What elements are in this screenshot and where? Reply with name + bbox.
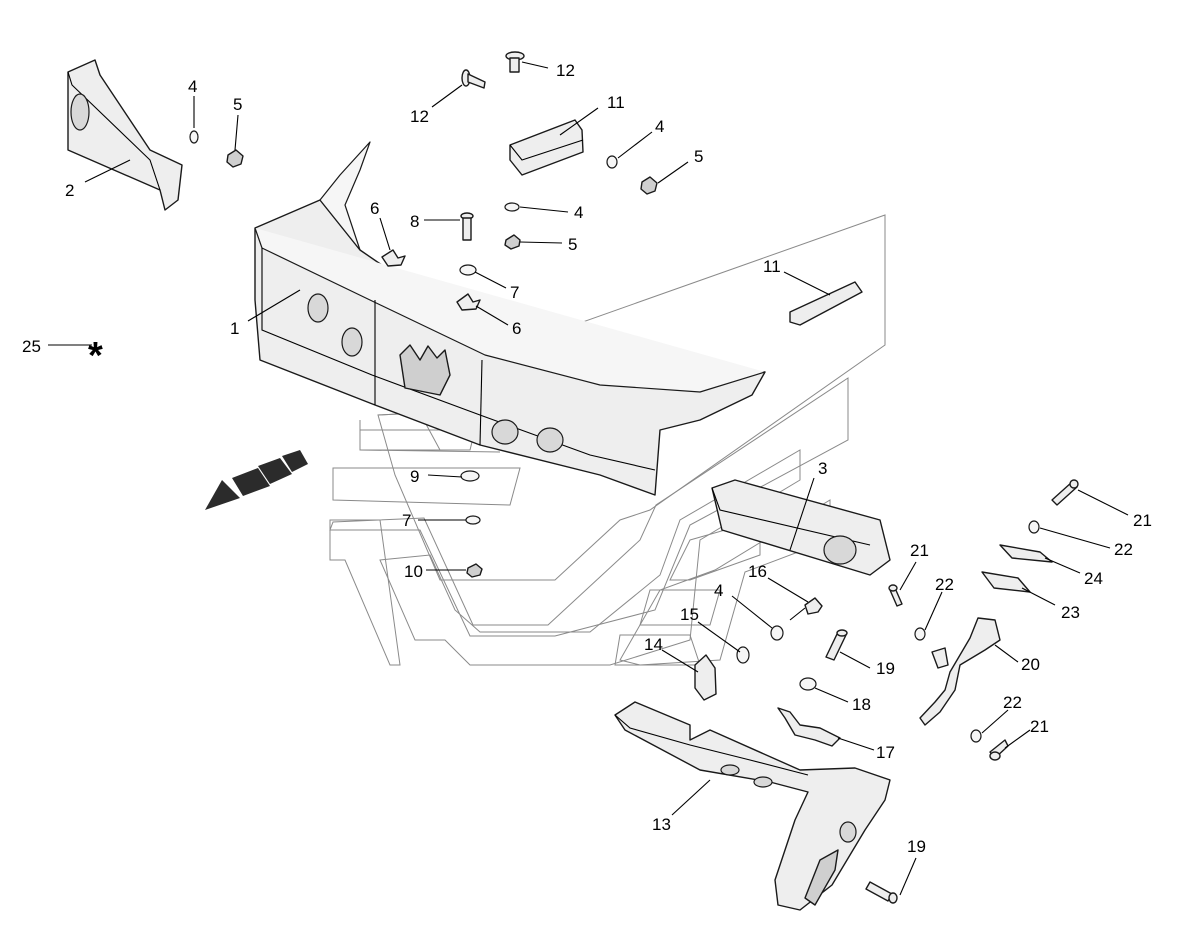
callout-8: 8 [410,212,419,231]
nut-5-a [226,149,244,168]
callout-22-c: 22 [1003,693,1022,712]
callout-4-d: 4 [714,581,723,600]
callout-20: 20 [1021,655,1040,674]
callout-9: 9 [410,467,419,486]
callout-2: 2 [65,181,74,200]
washer-4-d [770,625,784,641]
callout-6-b: 6 [512,319,521,338]
part-2-left-bumper-end [67,59,183,211]
callout-4-b: 4 [655,117,664,136]
manufacturer-logo-emblem [399,344,451,396]
washer-4-c [504,202,520,212]
part-12-carriage-bolt-lower [461,69,486,89]
callout-11-b: 11 [763,257,781,276]
part-17-bracket [777,707,841,747]
callout-5-c: 5 [568,235,577,254]
callout-14: 14 [644,635,663,654]
washer-15 [736,646,750,664]
part-11-upper-bracket [509,119,584,176]
callout-5-b: 5 [694,147,703,166]
washer-22-b [914,627,926,641]
callout-5-a: 5 [233,95,242,114]
washer-22-c [970,729,982,743]
callout-10: 10 [404,562,423,581]
part-11-lower-bracket [789,281,863,326]
part-21-bolt-c [989,739,1009,761]
washer-4-a [189,130,199,144]
callout-16: 16 [748,562,767,581]
callout-19-a: 19 [876,659,895,678]
callout-23: 23 [1061,603,1080,622]
part-12-carriage-bolt-upper [505,51,525,73]
callout-6-a: 6 [370,199,379,218]
callout-3: 3 [818,459,827,478]
part-19-screw-lower [865,881,898,904]
callout-4-a: 4 [188,77,197,96]
washer-9 [460,470,480,482]
part-3-right-bumper-end [711,479,891,576]
washer-7-b [465,515,481,525]
part-8-bolt [460,212,474,241]
callout-21-c: 21 [1030,717,1049,736]
washer-4-b [606,155,618,169]
part-1-front-bumper [254,141,766,496]
callout-4-c: 4 [574,203,583,222]
part-6-clip-a [381,249,406,267]
callout-12-a: 12 [556,61,575,80]
part-6-clip-b [456,293,481,311]
callout-22-a: 22 [1114,540,1133,559]
leader-lines [48,61,1129,896]
part-20-support-bracket [919,617,1001,726]
part-19-screw-upper [825,629,848,661]
callout-19-b: 19 [907,837,926,856]
direction-arrow-icon [205,450,308,510]
nut-10 [466,563,483,578]
callout-25: 25 [22,337,41,356]
callout-22-b: 22 [935,575,954,594]
callout-7-b: 7 [402,511,411,530]
nut-5-b [640,176,658,195]
callout-13: 13 [652,815,671,834]
hardware-washers-nuts [189,130,1040,743]
part-14-mounting-plate [694,654,717,701]
part-13-side-step-bracket [614,701,891,911]
part-24-shim [999,544,1053,563]
part-16-bolt [789,597,823,621]
callout-12-b: 12 [410,107,429,126]
callout-15: 15 [680,605,699,624]
washer-22-a [1028,520,1040,534]
callout-24: 24 [1084,569,1103,588]
callout-17: 17 [876,743,895,762]
callout-21-a: 21 [1133,511,1152,530]
callout-labels: 1 2 3 4 5 12 12 11 4 5 6 8 4 5 7 6 11 25… [22,61,1152,856]
asterisk-icon: * [88,335,103,377]
nut-5-c [504,234,521,250]
callout-7-a: 7 [510,283,519,302]
part-21-bolt-b [888,584,903,607]
callout-18: 18 [852,695,871,714]
callout-21-b: 21 [910,541,929,560]
part-21-bolt-a [1051,479,1079,506]
callout-1: 1 [230,319,239,338]
washer-7-a [459,264,477,276]
washer-18 [799,677,817,691]
callout-11-a: 11 [607,93,625,112]
